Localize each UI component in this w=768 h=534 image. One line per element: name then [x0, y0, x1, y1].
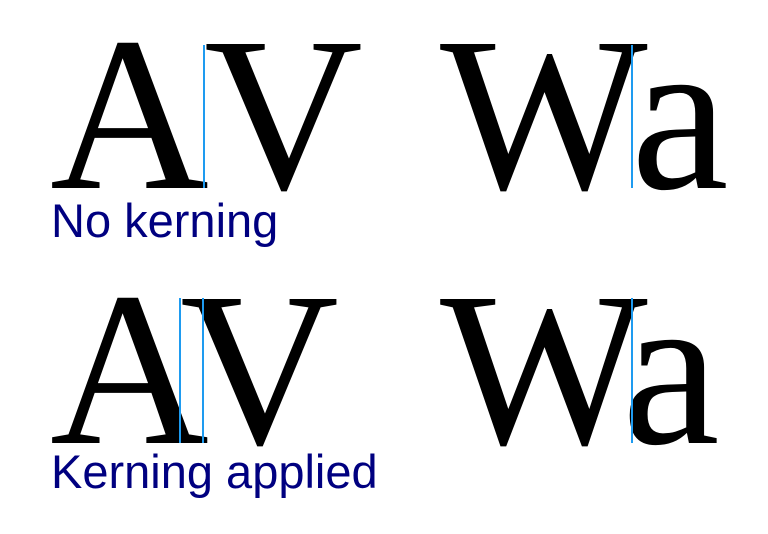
glyph-boundary-guide: [631, 298, 633, 443]
glyph-boundary-guide: [202, 298, 204, 443]
glyph-v-kerned: V: [180, 247, 339, 491]
glyph-boundary-guide: [631, 45, 633, 188]
glyph-a-lower-kerned: a: [622, 247, 720, 491]
glyph-boundary-guide: [203, 45, 205, 188]
glyph-a-lower-unkerned: a: [631, 0, 729, 236]
glyph-boundary-guide: [179, 298, 181, 443]
glyph-a-unkerned: A: [50, 0, 209, 236]
row-label-no-kerning: No kerning: [51, 194, 279, 247]
row-label-kerning-applied: Kerning applied: [51, 445, 378, 498]
glyph-a-kerned: A: [50, 247, 209, 491]
glyph-w-kerned: W: [440, 247, 648, 491]
glyph-w-unkerned: W: [440, 0, 648, 236]
glyph-v-unkerned: V: [204, 0, 363, 236]
